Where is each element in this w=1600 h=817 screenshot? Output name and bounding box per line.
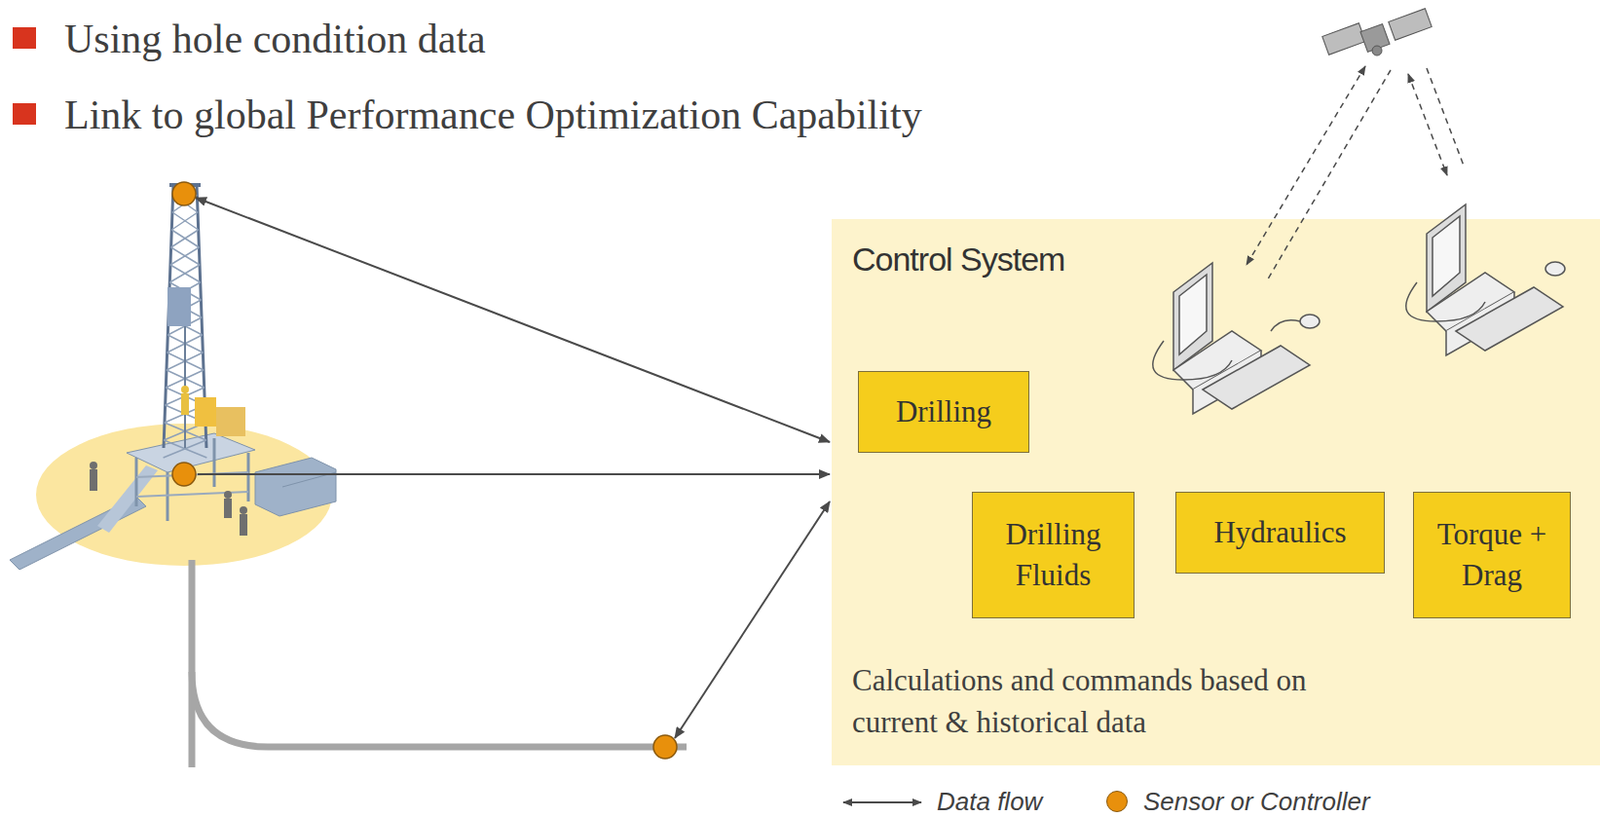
legend-text: Sensor or Controller xyxy=(1143,786,1371,817)
module-box: Drilling xyxy=(857,371,1030,453)
module-box: Drilling Fluids xyxy=(971,491,1135,619)
mud-tanks xyxy=(255,457,336,517)
bullet-text: Link to global Performance Optimization … xyxy=(64,91,923,139)
workers xyxy=(89,385,248,536)
legend-swatch xyxy=(1106,790,1128,813)
box-label: Torque + Drag xyxy=(1423,514,1561,596)
bullet-text: Using hole condition data xyxy=(64,15,486,63)
system-panel: Control SystemCalculations and commands … xyxy=(831,219,1600,766)
crates xyxy=(216,407,246,437)
racked-pipe xyxy=(194,397,217,427)
box-label: Hydraulics xyxy=(1213,512,1346,554)
module-box: Hydraulics xyxy=(1175,491,1385,574)
wellbore-vertical xyxy=(188,671,196,768)
ramp xyxy=(97,465,158,533)
sensor-dots xyxy=(172,182,677,759)
box-label: Drilling Fluids xyxy=(982,514,1124,596)
panel-heading: Control System xyxy=(852,240,1065,279)
substructure xyxy=(136,438,249,521)
box-label: Drilling xyxy=(895,391,992,433)
legend-text: Data flow xyxy=(936,786,1042,817)
panel-note: Calculations and commands based on curre… xyxy=(852,659,1398,745)
data-flow-arrow xyxy=(674,501,830,739)
legend-line-sample xyxy=(843,801,922,804)
data-flow-arrow xyxy=(195,197,830,443)
panel-ground xyxy=(831,219,1600,766)
bullet-square xyxy=(12,103,37,125)
computer xyxy=(1153,262,1320,414)
wellbore xyxy=(191,559,687,747)
data-flow-arrow xyxy=(197,473,830,476)
computer xyxy=(1406,204,1565,356)
module-box: Torque + Drag xyxy=(1413,491,1571,619)
bullet-square xyxy=(12,27,37,49)
satellite xyxy=(1322,8,1432,56)
travelling-block xyxy=(167,287,191,327)
